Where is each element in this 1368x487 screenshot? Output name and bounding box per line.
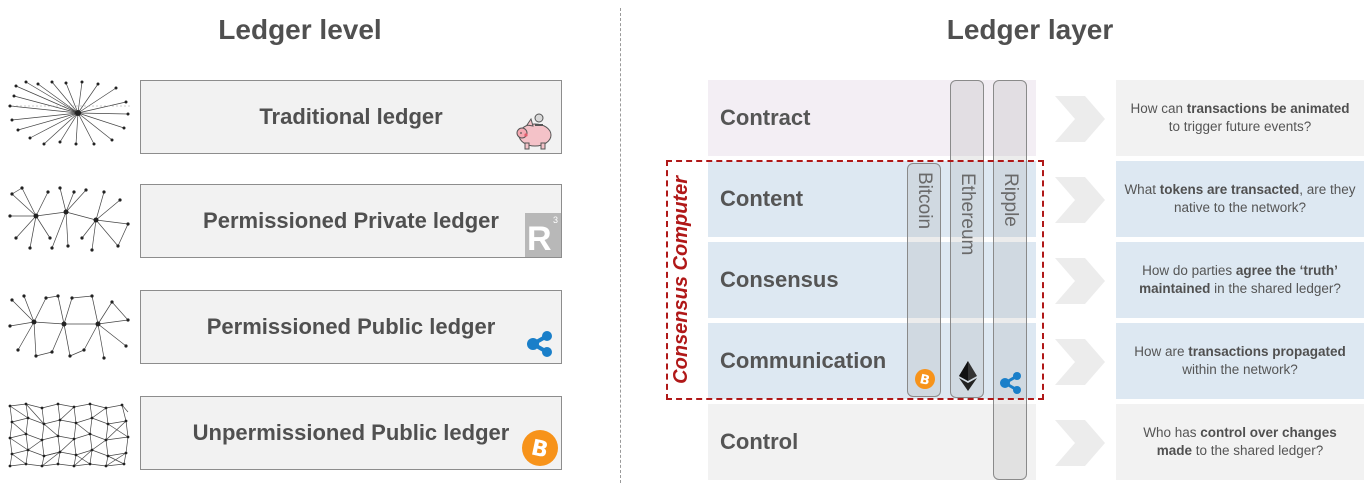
- arrow-chevron-icon: [1055, 258, 1105, 304]
- ripple-logo-icon: [527, 331, 552, 357]
- layer-communication: Communication: [708, 323, 1036, 399]
- piggy-bank-icon: [516, 113, 552, 150]
- arrow-chevron-icon: [1055, 339, 1105, 385]
- svg-text:B: B: [529, 435, 551, 463]
- permissioned-public-ledger-box: Permissioned Public ledger: [140, 290, 562, 364]
- question-segment: within the network?: [1182, 362, 1298, 377]
- question-content: What tokens are transacted, are they nat…: [1116, 161, 1364, 237]
- consensus-computer-boundary: [666, 160, 1044, 400]
- public-network-icon: [8, 294, 130, 360]
- ledger-label: Traditional ledger: [259, 104, 443, 129]
- layer-label: Communication: [720, 348, 887, 373]
- arrow-chevron-icon: [1055, 420, 1105, 466]
- question-emphasis: transactions propagated: [1188, 344, 1346, 359]
- question-text: How do parties agree the ‘truth’ maintai…: [1124, 262, 1356, 298]
- question-emphasis: agree the ‘truth’ maintained: [1139, 263, 1338, 296]
- question-text: How can transactions be animated to trig…: [1124, 100, 1356, 136]
- question-emphasis: tokens are transacted: [1159, 182, 1300, 197]
- layer-label: Contract: [720, 105, 811, 130]
- bitcoin-logo-icon: B: [915, 369, 935, 389]
- question-segment: to the shared ledger?: [1191, 443, 1324, 458]
- bitcoin-logo-icon: B: [522, 430, 558, 466]
- question-segment: to trigger future events?: [1168, 119, 1312, 134]
- question-segment: in the shared ledger?: [1210, 281, 1341, 296]
- layer-control: Control: [708, 404, 1036, 480]
- question-control: Who has control over changes made to the…: [1116, 404, 1364, 480]
- question-consensus: How do parties agree the ‘truth’ maintai…: [1116, 242, 1364, 318]
- pill-label: Ethereum: [957, 173, 978, 256]
- centralized-network-icon: [8, 80, 130, 146]
- question-text: Who has control over changes made to the…: [1124, 424, 1356, 460]
- arrow-chevron-icon: [1055, 177, 1105, 223]
- ledger-level-title: Ledger level: [218, 14, 382, 45]
- arrow-chevron-icon: [1055, 96, 1105, 142]
- question-segment: How can: [1130, 101, 1187, 116]
- consensus-computer-text: Consensus Computer: [669, 176, 692, 384]
- ethereum-pill: Ethereum: [950, 80, 984, 398]
- question-segment: How are: [1134, 344, 1189, 359]
- question-communication: How are transactions propagated within t…: [1116, 323, 1364, 399]
- ripple-logo-icon: [1000, 372, 1021, 394]
- question-segment: , are they native to the network?: [1173, 182, 1356, 215]
- ripple-pill: Ripple: [993, 80, 1027, 480]
- question-text: What tokens are transacted, are they nat…: [1124, 181, 1356, 217]
- question-segment: How do parties: [1142, 263, 1236, 278]
- r3-logo-icon: R 3: [525, 213, 561, 257]
- pill-label: Bitcoin: [914, 172, 935, 230]
- question-emphasis: control over changes made: [1156, 425, 1337, 458]
- layer-label: Control: [720, 429, 799, 454]
- ledger-label: Unpermissioned Public ledger: [192, 420, 510, 445]
- permissioned-private-ledger-box: Permissioned Private ledger R 3: [140, 184, 562, 258]
- distributed-network-icon: [8, 402, 130, 468]
- layer-contract: Contract: [708, 80, 1036, 156]
- ethereum-logo-icon: [959, 361, 977, 391]
- ledger-label: Permissioned Public ledger: [206, 314, 496, 339]
- ledger-layer-title: Ledger layer: [946, 14, 1114, 45]
- layer-label: Content: [720, 186, 804, 211]
- consensus-computer-label: Consensus Computer: [668, 163, 694, 397]
- question-segment: What: [1124, 182, 1160, 197]
- question-segment: Who has: [1143, 425, 1201, 440]
- ledger-label: Permissioned Private ledger: [203, 208, 499, 233]
- question-text: How are transactions propagated within t…: [1124, 343, 1356, 379]
- section-divider: [620, 8, 621, 483]
- question-contract: How can transactions be animated to trig…: [1116, 80, 1364, 156]
- unpermissioned-public-ledger-box: Unpermissioned Public ledger B: [140, 396, 562, 470]
- layer-consensus: Consensus: [708, 242, 1036, 318]
- layer-content: Content: [708, 161, 1036, 237]
- bitcoin-pill: Bitcoin B: [907, 163, 941, 397]
- private-network-icon: [8, 186, 130, 252]
- traditional-ledger-box: Traditional ledger: [140, 80, 562, 154]
- svg-text:B: B: [918, 372, 931, 389]
- layer-label: Consensus: [720, 267, 839, 292]
- question-emphasis: transactions be animated: [1186, 101, 1350, 116]
- pill-label: Ripple: [1000, 173, 1021, 227]
